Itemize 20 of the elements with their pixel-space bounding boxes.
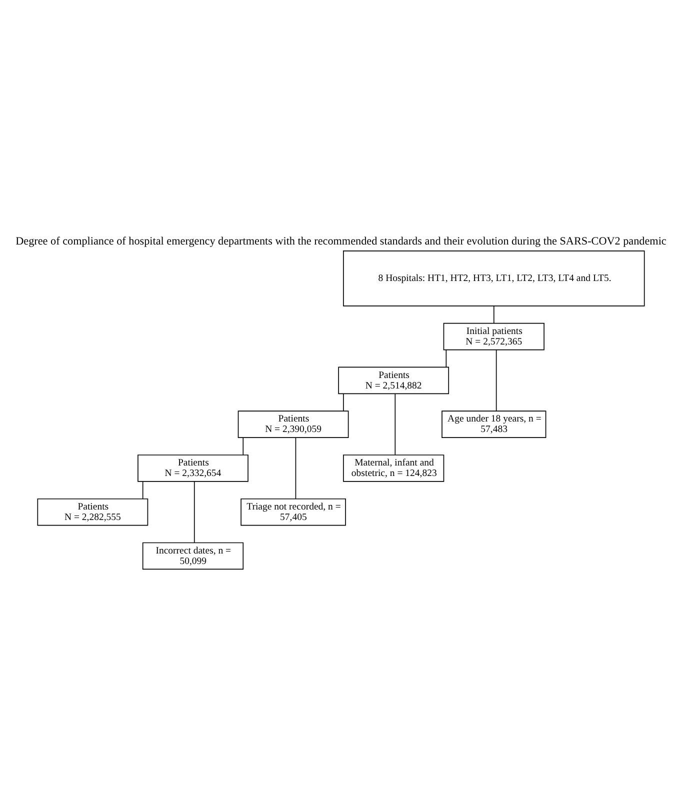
connector bbox=[242, 436, 244, 455]
connector bbox=[194, 480, 195, 542]
node-box: Patients N = 2,390,059 bbox=[238, 410, 349, 438]
connector bbox=[394, 392, 396, 455]
node-box: Patients N = 2,514,882 bbox=[338, 366, 450, 394]
node-box: Maternal, infant and obstetric, n = 124,823 bbox=[343, 454, 444, 482]
node-box: Age under 18 years, n = 57,483 bbox=[442, 410, 546, 438]
connector bbox=[493, 305, 494, 324]
diagram-title: Degree of compliance of hospital emergency departments with the recommended standards and their evolution during the SARS-COV2 pandemic bbox=[16, 234, 666, 247]
node-box: Patients N = 2,282,555 bbox=[37, 498, 148, 526]
node-box: Initial patients N = 2,572,365 bbox=[443, 322, 544, 350]
connector bbox=[446, 349, 447, 368]
node-box: Triage not recorded, n = 57,405 bbox=[240, 498, 346, 526]
connector bbox=[295, 436, 296, 499]
node-box: Incorrect dates, n = 50,099 bbox=[142, 542, 244, 570]
node-box: Patients N = 2,332,654 bbox=[138, 454, 248, 482]
node-box: 8 Hospitals: HT1, HT2, HT3, LT1, LT2, LT3, LT4 and LT5. bbox=[343, 250, 645, 306]
connector bbox=[343, 392, 344, 411]
connector bbox=[496, 348, 497, 411]
connector bbox=[142, 480, 144, 499]
